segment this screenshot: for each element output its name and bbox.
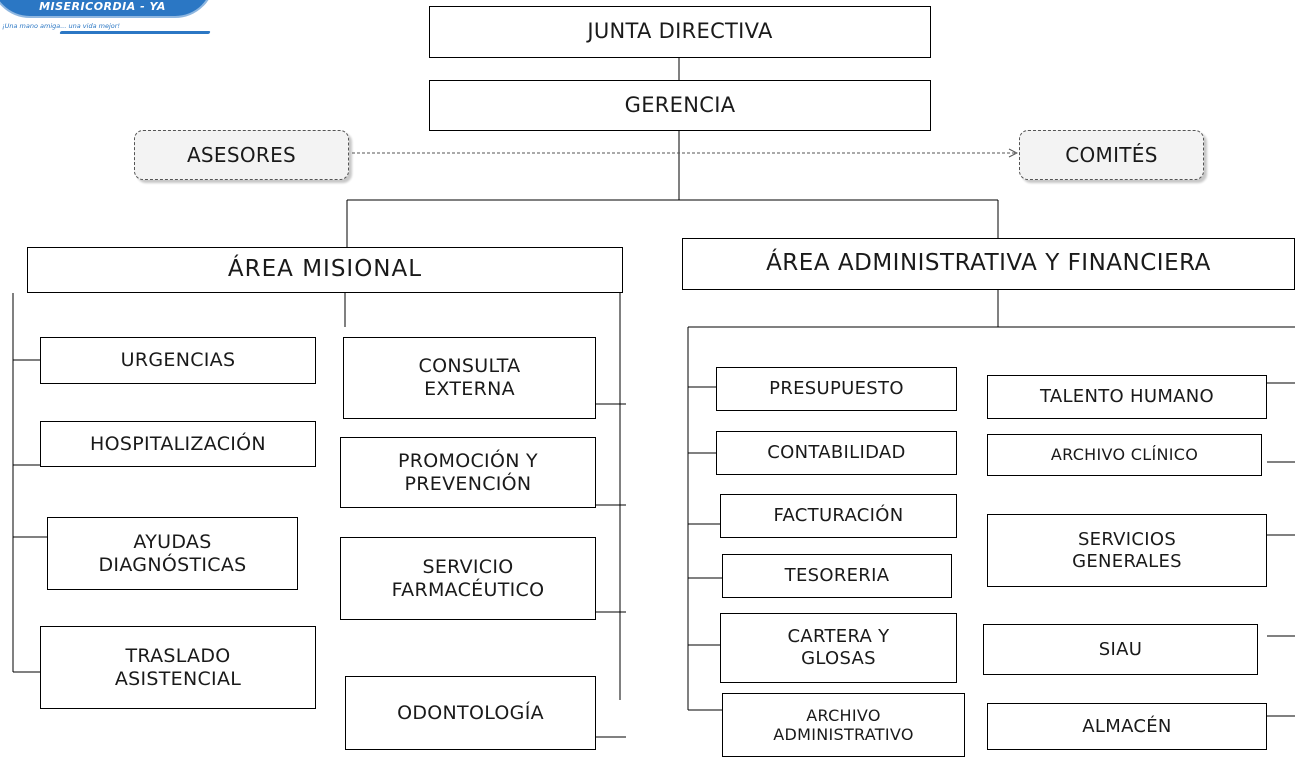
unit-traslado-asistencial: TRASLADO ASISTENCIAL	[40, 626, 316, 709]
logo-band: MISERICORDIA - YA	[0, 0, 215, 18]
unit-almacen: ALMACÉN	[987, 703, 1267, 750]
unit-servicio-farmaceutico: SERVICIO FARMACÉUTICO	[340, 537, 596, 620]
board-box: JUNTA DIRECTIVA	[429, 6, 931, 58]
management-box: GERENCIA	[429, 80, 931, 131]
unit-ayudas-diagnosticas: AYUDAS DIAGNÓSTICAS	[47, 517, 298, 590]
unit-contabilidad: CONTABILIDAD	[716, 431, 957, 475]
missional-area-title: ÁREA MISIONAL	[27, 247, 623, 293]
logo-tagline: ¡Una mano amiga... una vida mejor!	[2, 22, 121, 30]
advisors-box: ASESORES	[134, 130, 349, 180]
missional-right-ticks	[596, 403, 626, 738]
admin-left-ticks	[688, 386, 722, 711]
unit-consulta-externa: CONSULTA EXTERNA	[343, 337, 596, 419]
management-to-areas-line	[346, 131, 999, 247]
unit-talento-humano: TALENTO HUMANO	[987, 375, 1267, 419]
logo-swoosh	[59, 31, 211, 34]
unit-archivo-clinico: ARCHIVO CLÍNICO	[987, 434, 1262, 476]
unit-cartera-glosas: CARTERA Y GLOSAS	[720, 613, 957, 683]
unit-facturacion: FACTURACIÓN	[720, 494, 957, 538]
missional-left-ticks	[13, 359, 47, 673]
unit-tesoreria: TESORERIA	[722, 554, 952, 598]
unit-archivo-administrativo: ARCHIVO ADMINISTRATIVO	[722, 693, 965, 757]
committees-box: COMITÉS	[1019, 130, 1204, 180]
unit-odontologia: ODONTOLOGÍA	[345, 676, 596, 750]
unit-urgencias: URGENCIAS	[40, 337, 316, 384]
unit-presupuesto: PRESUPUESTO	[716, 367, 957, 411]
unit-siau: SIAU	[983, 624, 1258, 675]
unit-promocion-prevencion: PROMOCIÓN Y PREVENCIÓN	[340, 437, 596, 508]
institution-logo: MISERICORDIA - YA ¡Una mano amiga... una…	[0, 0, 225, 40]
admin-right-ticks	[1267, 382, 1295, 717]
unit-hospitalizacion: HOSPITALIZACIÓN	[40, 421, 316, 467]
unit-servicios-generales: SERVICIOS GENERALES	[987, 514, 1267, 587]
admin-area-title: ÁREA ADMINISTRATIVA Y FINANCIERA	[682, 238, 1295, 290]
